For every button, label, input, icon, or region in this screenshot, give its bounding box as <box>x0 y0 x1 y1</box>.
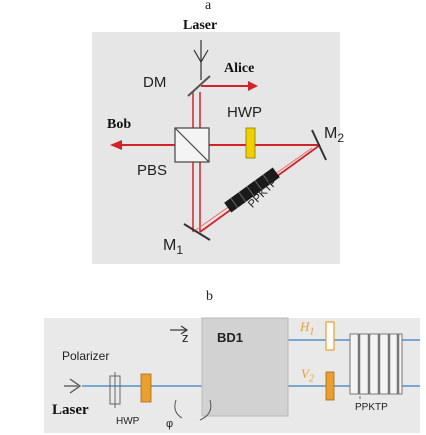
bd1-label: BD1 <box>217 330 244 345</box>
alice-arrowhead <box>248 81 258 91</box>
hwp-label-a: HWP <box>227 104 262 121</box>
ppktp-crystal-b <box>349 333 403 395</box>
input-arrowhead <box>69 378 82 394</box>
panel-a-label: a <box>205 0 212 13</box>
bd1-displacer <box>201 317 289 417</box>
v2-subscript: 2 <box>308 373 314 385</box>
hwp-plate-b <box>140 373 152 403</box>
m1-label: M1 <box>163 237 183 257</box>
m1-letter: M <box>163 237 177 254</box>
hwp-plate-a <box>245 127 256 159</box>
panel-b-label: b <box>206 289 213 304</box>
mirror-m1 <box>183 223 211 241</box>
mirror-m2 <box>311 129 327 161</box>
bob-arrowhead <box>110 140 122 150</box>
hwp-label-b: HWP <box>116 416 140 427</box>
m2-letter: M <box>324 125 338 142</box>
m2-subscript: 2 <box>337 131 345 146</box>
pbs-diagonal <box>174 127 210 163</box>
m1-subscript: 1 <box>176 243 184 258</box>
h1-label: H1 <box>300 319 314 338</box>
laser-label-b: Laser <box>52 402 89 418</box>
ppktp-crystal-a <box>224 167 280 213</box>
laser-label-a: Laser <box>183 18 218 33</box>
z-axis-label: z <box>182 330 189 345</box>
ppktp-label-b: PPKTP <box>355 402 388 413</box>
v2-label: V2 <box>301 366 314 385</box>
phi-label: φ <box>166 418 174 430</box>
phi-rotation-arc <box>174 399 183 419</box>
pbs-label: PBS <box>137 162 168 179</box>
polarizer-label: Polarizer <box>62 349 110 363</box>
dm-mirror <box>187 75 211 97</box>
bob-label: Bob <box>107 117 132 132</box>
h1-element <box>325 321 335 351</box>
laser-arrowhead <box>193 49 209 64</box>
h1-letter: H <box>300 319 310 334</box>
alice-label: Alice <box>224 61 255 76</box>
v2-element <box>325 371 335 401</box>
z-axis-arrowhead <box>180 325 189 335</box>
panel-a-background <box>92 32 340 264</box>
dm-label: DM <box>143 74 167 91</box>
m2-label: M2 <box>324 125 344 145</box>
h1-subscript: 1 <box>309 326 315 338</box>
v2-letter: V <box>301 366 309 381</box>
phi-rotation-arc-2 <box>199 399 212 421</box>
